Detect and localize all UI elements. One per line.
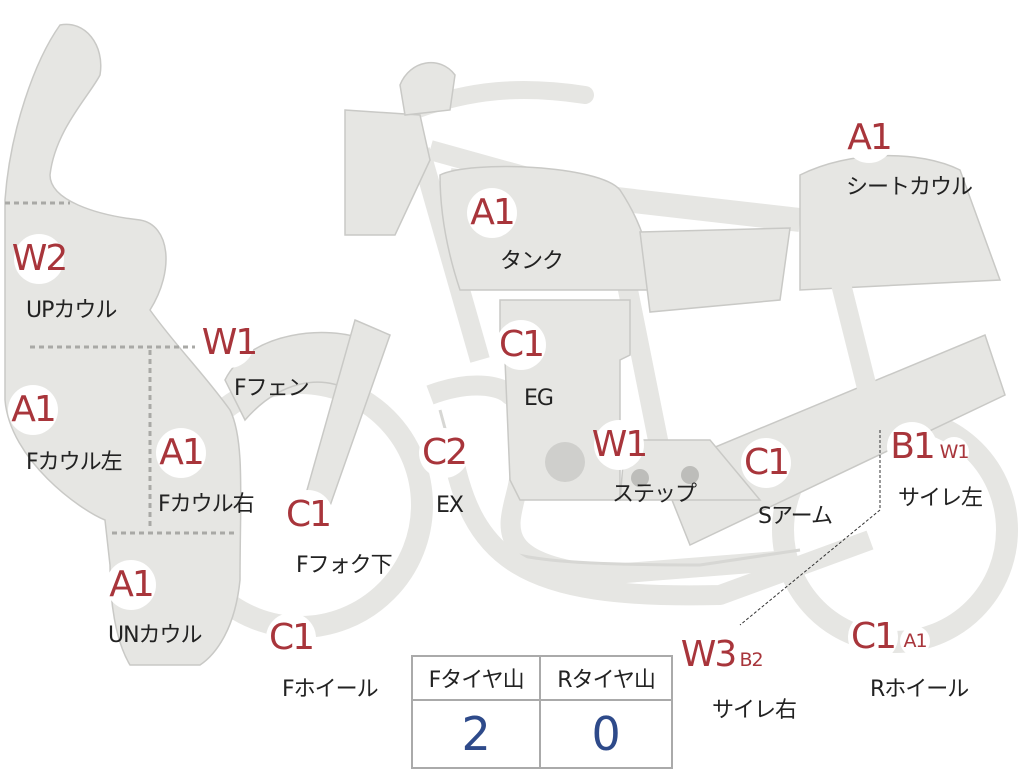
part-code-marker-small: B2 xyxy=(736,645,766,675)
seat-shape xyxy=(639,227,791,313)
part-label: サイレ左 xyxy=(898,486,983,511)
part-code-marker: C1 xyxy=(496,320,546,370)
part-code-marker: C1 xyxy=(741,438,791,488)
part-label: UNカウル xyxy=(108,623,203,648)
part-label: Fカウル左 xyxy=(26,450,123,475)
rear-frame xyxy=(830,277,880,403)
part-code-marker: C1 xyxy=(848,612,898,662)
part-code-marker: A1 xyxy=(467,188,517,238)
upper-cowl-shape xyxy=(4,23,242,666)
rear-tire-value: 0 xyxy=(539,699,673,769)
part-code-marker: B1 xyxy=(887,422,937,472)
part-code-marker: W1 xyxy=(202,318,258,368)
engine-cover xyxy=(545,442,585,482)
part-label: Fフォク下 xyxy=(296,553,393,578)
mirror-shape xyxy=(399,61,456,116)
silencer-leader-line xyxy=(739,430,881,626)
part-code-marker: W2 xyxy=(12,234,68,284)
part-code-marker: C1 xyxy=(283,490,333,540)
part-label: タンク xyxy=(500,249,564,274)
part-code-marker-small: W1 xyxy=(939,437,969,467)
front-tire-value: 2 xyxy=(410,699,542,769)
part-code-marker: W1 xyxy=(592,420,648,470)
part-label: Rホイール xyxy=(870,677,969,702)
seat-cowl-shape xyxy=(799,154,1002,291)
part-label: ステップ xyxy=(612,482,697,507)
part-label: サイレ右 xyxy=(712,698,797,723)
step-peg-1 xyxy=(631,469,649,487)
part-label: シートカウル xyxy=(846,175,973,200)
part-label: EG xyxy=(524,386,554,411)
part-code-marker: W3 xyxy=(681,630,737,680)
part-code-marker: A1 xyxy=(156,428,206,478)
part-label: Fカウル右 xyxy=(158,492,255,517)
part-code-marker: C1 xyxy=(266,613,316,663)
part-label: UPカウル xyxy=(26,298,117,323)
front-tire-header: Fタイヤ山 xyxy=(410,655,542,701)
part-code-marker: A1 xyxy=(844,113,894,163)
exhaust-lower xyxy=(440,438,874,606)
part-label: Fフェン xyxy=(234,376,310,401)
step-peg-2 xyxy=(681,466,699,484)
part-label: EX xyxy=(436,493,464,518)
part-code-marker: C2 xyxy=(419,428,469,478)
tire-tread-table: Fタイヤ山 Rタイヤ山 2 0 xyxy=(410,655,673,769)
part-label: Fホイール xyxy=(282,677,379,702)
part-label: Sアーム xyxy=(758,504,833,529)
part-code-marker-small: A1 xyxy=(900,626,930,656)
rear-tire-header: Rタイヤ山 xyxy=(539,655,673,701)
part-code-marker: A1 xyxy=(106,560,156,610)
headlight-shape xyxy=(344,109,431,236)
part-code-marker: A1 xyxy=(8,385,58,435)
